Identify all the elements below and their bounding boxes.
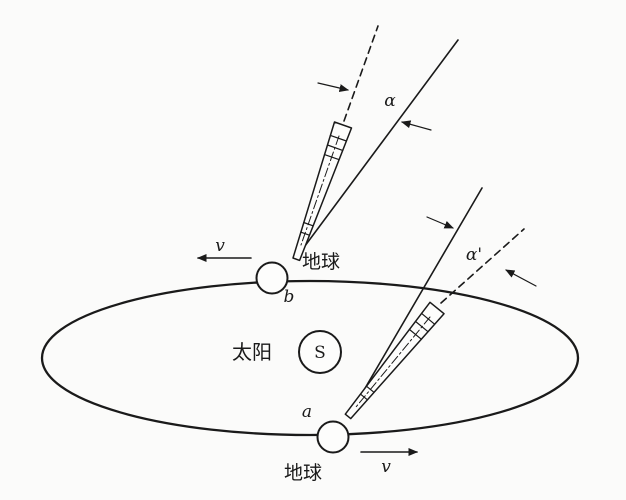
telescope-top (292, 121, 353, 262)
sun-circle (298, 330, 342, 374)
angle-pointer-bottom-left (426, 216, 454, 229)
angle-pointer-top-left (317, 82, 349, 92)
earth-top-circle (255, 261, 289, 295)
aberration-angle-top-label: α (384, 91, 396, 111)
telescope-axis-extension-top (343, 25, 379, 122)
velocity-top-label: v (215, 236, 225, 256)
earth-bottom-label: 地球 (284, 462, 322, 484)
point-b-label: b (284, 287, 295, 307)
telescope-bottom-optical-axis (355, 316, 431, 408)
angle-pointer-top-right (401, 120, 432, 131)
angle-pointer-bottom-right (505, 269, 537, 287)
telescope-bottom (344, 301, 445, 420)
telescope-axis-extension-bottom (440, 228, 525, 304)
velocity-bottom-label: v (381, 457, 391, 477)
earth-orbit-ellipse (40, 279, 580, 437)
telescope-top-tube (292, 121, 353, 262)
point-a-label: a (302, 402, 312, 422)
earth-bottom-circle (316, 420, 350, 454)
sun-symbol: S (314, 343, 326, 363)
earth-top-label: 地球 (302, 251, 340, 273)
aberration-angle-bottom-label: α' (466, 245, 482, 265)
telescope-top-optical-axis (300, 135, 340, 246)
sun-label: 太阳 (232, 341, 272, 364)
starlight-ray-top (295, 39, 459, 259)
starlight-ray-bottom (349, 187, 483, 415)
